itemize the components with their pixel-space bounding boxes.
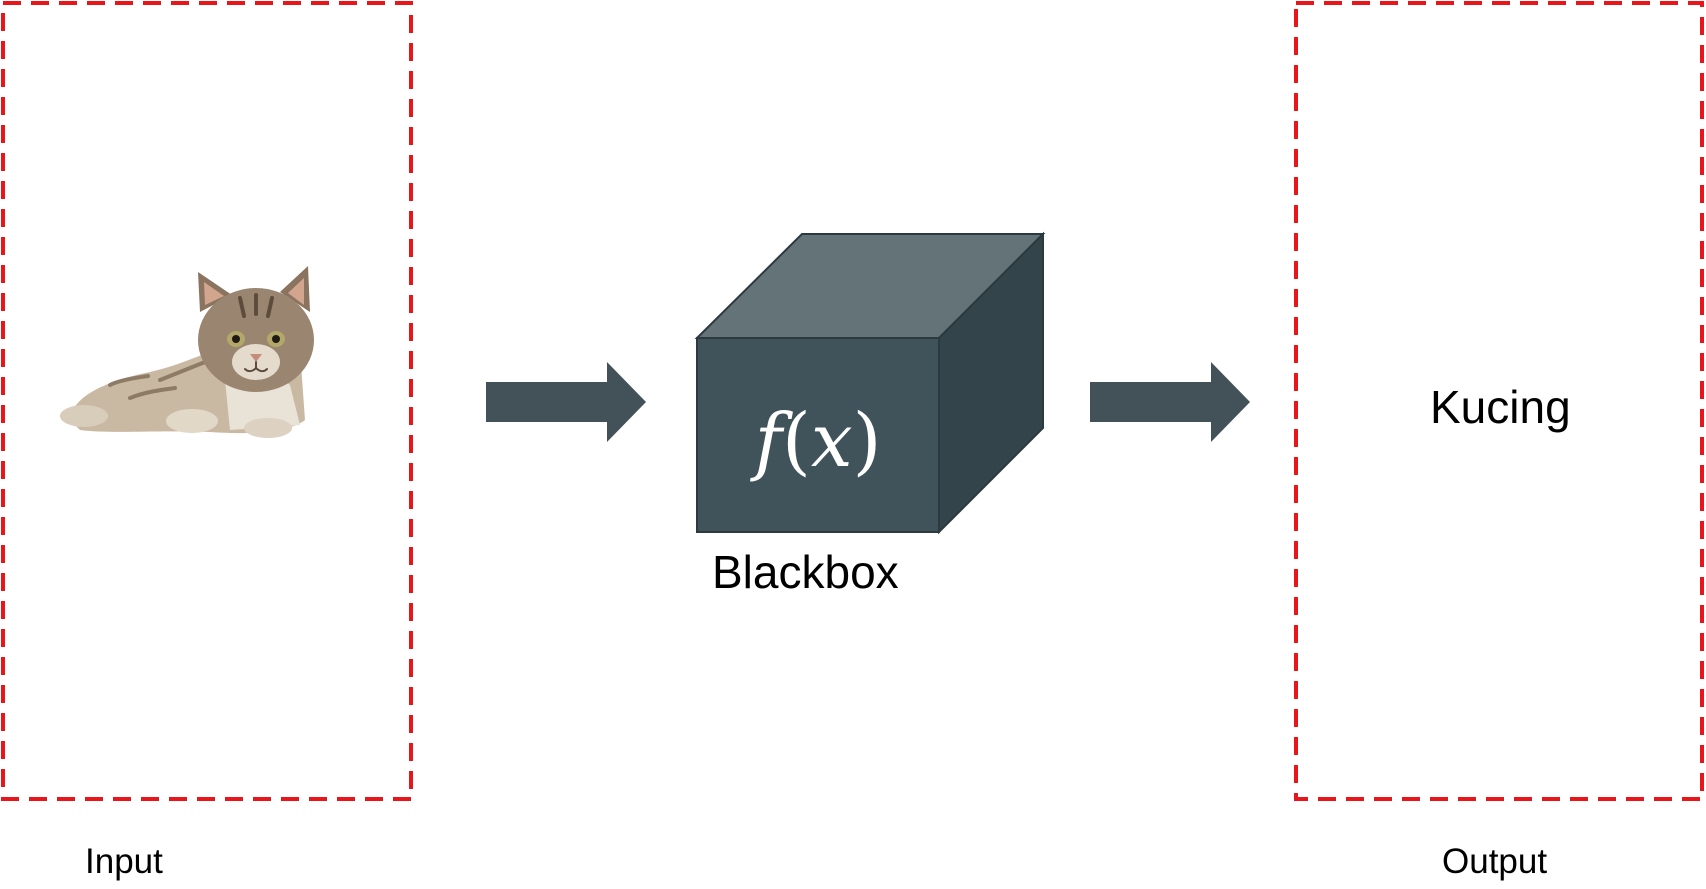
cat-front-paw-left	[60, 405, 108, 427]
cat-head	[198, 288, 314, 392]
cat-ear-right-inner	[288, 278, 304, 305]
cat-pupil-right	[272, 335, 280, 343]
cat-nose	[250, 354, 262, 362]
blackbox-formula: f(x)	[750, 398, 882, 484]
output-value: Kucing	[1430, 381, 1571, 433]
formula-x: x	[811, 398, 853, 484]
cat-mouth	[244, 361, 268, 373]
blackbox-cube: f(x)	[694, 231, 1046, 535]
formula-close-paren: )	[853, 398, 882, 484]
output-label: Output	[1442, 842, 1548, 881]
blackbox-label: Blackbox	[712, 546, 899, 598]
arrow-blackbox-to-output	[1090, 362, 1250, 442]
cat-front-paw-center	[244, 418, 292, 438]
input-label: Input	[85, 842, 163, 881]
cat-body-stripes	[108, 360, 207, 400]
cat-ear-left-inner	[204, 282, 224, 305]
input-frame	[1, 1, 413, 801]
cat-pupil-left	[232, 335, 240, 343]
cat-front-paw-right	[166, 409, 218, 433]
cube-front-face	[696, 337, 940, 533]
cat-head-stripes	[238, 293, 274, 318]
output-frame	[1294, 1, 1704, 801]
cat-image	[60, 266, 314, 438]
arrow-input-to-blackbox	[486, 362, 646, 442]
formula-open-paren: (	[782, 398, 811, 484]
